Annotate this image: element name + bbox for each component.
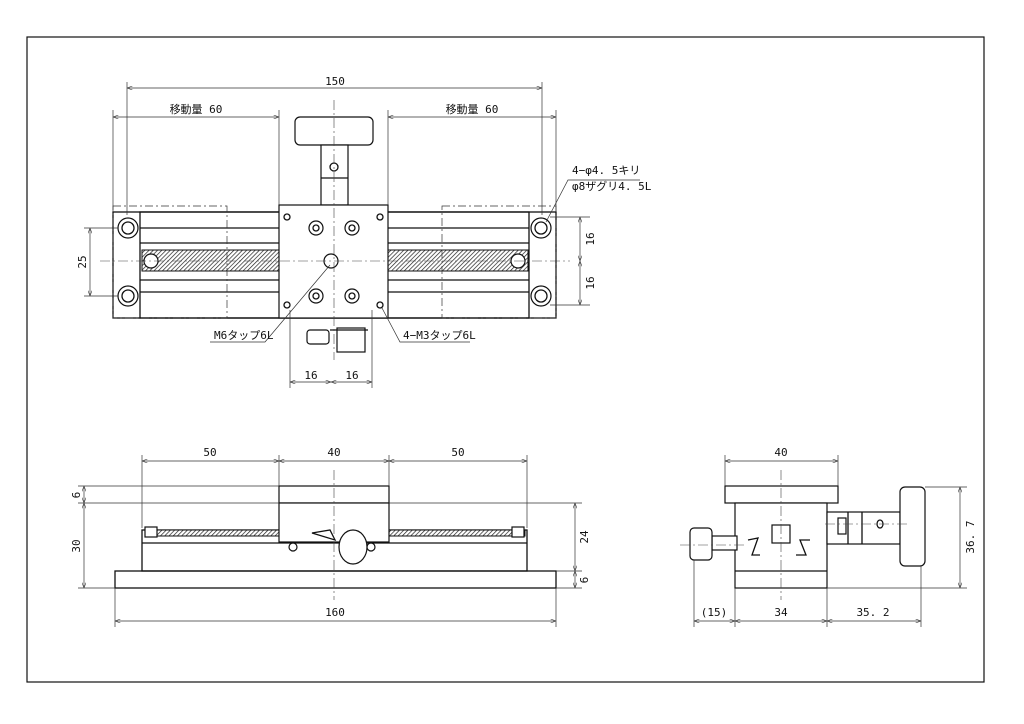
dim-6-top: 6 xyxy=(70,492,83,499)
knob-end xyxy=(338,529,368,565)
dim-30: 30 xyxy=(70,539,83,552)
dim-16-left: 16 xyxy=(304,369,317,382)
dim-50-right: 50 xyxy=(451,446,464,459)
dim-40: 40 xyxy=(327,446,340,459)
dim-travel-left: 移動量 60 xyxy=(170,102,223,116)
side-small-knob xyxy=(689,527,713,561)
mounting-hole-icon xyxy=(117,285,139,307)
shaft xyxy=(320,144,349,206)
lead-screw-left xyxy=(141,249,280,272)
top-view: 150 移動量 60 移動量 60 25 16 16 16 16 4−φ4. 5… xyxy=(76,75,652,388)
note-m3-tap: 4−M3タップ6L xyxy=(403,329,476,342)
dim-16-upper: 16 xyxy=(584,232,597,245)
dim-160: 160 xyxy=(325,606,345,619)
mounting-hole-icon xyxy=(117,217,139,239)
dim-travel-right: 移動量 60 xyxy=(446,102,499,116)
front-view: 50 40 50 6 30 24 6 160 xyxy=(70,446,591,627)
drawing-border xyxy=(26,36,985,683)
note-counterbore: φ8ザグリ4. 5L xyxy=(572,179,652,193)
side-dim-15: (15) xyxy=(701,606,728,619)
side-dim-36-7: 36. 7 xyxy=(964,520,977,553)
dim-25: 25 xyxy=(76,255,89,268)
dim-16-lower: 16 xyxy=(584,276,597,289)
side-view: 40 (15) 34 35. 2 36. 7 xyxy=(680,446,977,627)
dim-150: 150 xyxy=(325,75,345,88)
note-m6-tap: M6タップ6L xyxy=(214,329,274,342)
lead-screw-right xyxy=(387,249,529,272)
mounting-hole-icon xyxy=(530,285,552,307)
dim-24: 24 xyxy=(578,530,591,544)
dim-50-left: 50 xyxy=(203,446,216,459)
note-mounting-holes: 4−φ4. 5キリ xyxy=(572,164,640,177)
side-dim-35-2: 35. 2 xyxy=(856,606,889,619)
dim-6-bottom: 6 xyxy=(578,577,591,584)
side-dim-40: 40 xyxy=(774,446,787,459)
side-knob xyxy=(899,486,926,567)
side-dim-34: 34 xyxy=(774,606,788,619)
dim-16-right: 16 xyxy=(345,369,358,382)
mounting-hole-icon xyxy=(530,217,552,239)
